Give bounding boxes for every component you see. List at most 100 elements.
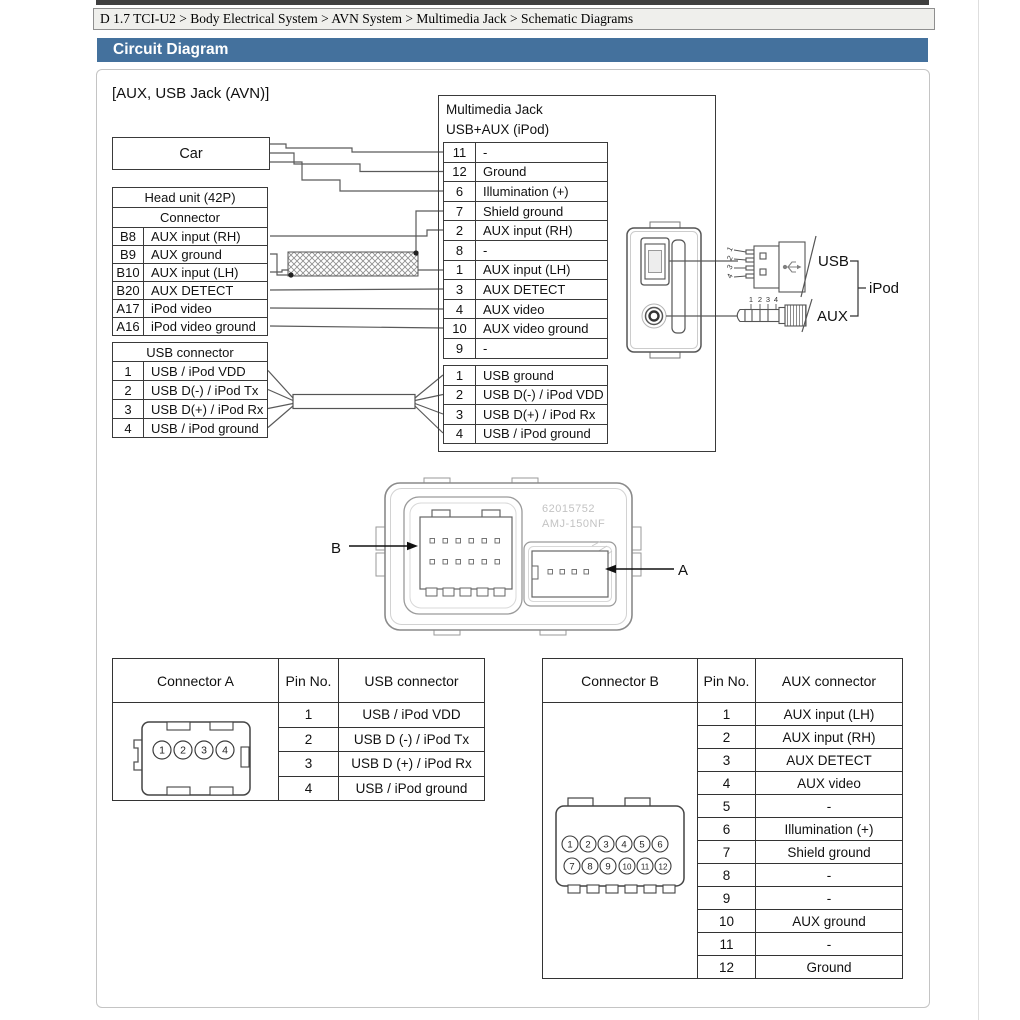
pin-cell: 6 [443, 181, 476, 202]
label-cell: - [475, 142, 608, 163]
multimedia-jack-title: Multimedia Jack USB+AUX (iPod) [446, 100, 549, 140]
label-cell: - [755, 886, 903, 910]
label-cell: USB / iPod ground [475, 423, 608, 444]
connector-housing-drawing [375, 477, 642, 636]
pin-cell: 1 [697, 702, 756, 726]
label-cell: AUX DETECT [143, 281, 268, 300]
table-header: Head unit (42P) [112, 187, 268, 208]
aux-label: AUX [817, 308, 848, 325]
label-b: B [331, 540, 341, 557]
label-cell: AUX ground [143, 245, 268, 264]
label-cell: USB / iPod ground [143, 418, 268, 438]
pin-cell: 11 [443, 142, 476, 163]
connector-b-socket [419, 509, 513, 597]
jack-face-drawing [626, 221, 738, 359]
pin-cell: B10 [112, 263, 144, 282]
pin-cell: 1 [443, 259, 476, 281]
pin-cell: 3 [278, 751, 339, 777]
label-cell: AUX input (LH) [755, 702, 903, 726]
ipod-label: iPod [869, 280, 899, 297]
arrow-a [605, 564, 674, 574]
label-cell: AUX video [755, 771, 903, 795]
label-cell: Shield ground [755, 840, 903, 864]
pin-cell: 2 [697, 725, 756, 749]
label-cell: Ground [755, 955, 903, 979]
label-cell: AUX input (LH) [143, 263, 268, 282]
pin-cell: 2 [278, 726, 339, 752]
connector-a-drawing-cell [112, 702, 279, 801]
pin-cell: 4 [278, 775, 339, 801]
pin-cell: 1 [443, 365, 476, 386]
label-cell: Ground [475, 161, 608, 183]
table-header: USB connector [338, 658, 485, 703]
usb-trident-icon [782, 261, 802, 273]
label-a: A [678, 562, 688, 579]
pin-cell: 3 [112, 399, 144, 419]
arrow-b [349, 541, 418, 551]
label-cell: USB D (-) / iPod Tx [338, 726, 485, 752]
pin-cell: B8 [112, 227, 144, 246]
table-header: Connector B [542, 658, 698, 703]
label-cell: USB ground [475, 365, 608, 386]
shield-band [287, 250, 419, 278]
label-cell: AUX input (RH) [143, 227, 268, 246]
part-number: AMJ-150NF [542, 518, 605, 530]
multimedia-jack-title-line1: Multimedia Jack [446, 102, 543, 117]
usb-pin-digit: 3 [725, 263, 735, 271]
pin-cell: 2 [443, 220, 476, 241]
usb-pin-digit: 4 [725, 272, 735, 280]
label-cell: iPod video ground [143, 317, 268, 336]
car-box: Car [112, 137, 270, 170]
label-cell: AUX video ground [475, 318, 608, 339]
multimedia-jack-box [438, 95, 716, 452]
pin-cell: 7 [697, 840, 756, 864]
label-cell: USB / iPod VDD [143, 361, 268, 381]
label-cell: Illumination (+) [755, 817, 903, 841]
label-cell: USB D(+) / iPod Rx [475, 404, 608, 425]
pin-cell: 4 [443, 298, 476, 320]
usb-pin-digit: 1 [725, 245, 735, 253]
pin-cell: A16 [112, 317, 144, 336]
pin-cell: A17 [112, 299, 144, 318]
label-cell: USB / iPod ground [338, 775, 485, 801]
aux-pin-digit: 4 [774, 295, 778, 304]
top-divider-strip [96, 0, 929, 5]
label-cell: USB D(-) / iPod Tx [143, 380, 268, 400]
aux-pin-digit: 3 [766, 295, 770, 304]
label-cell: USB D (+) / iPod Rx [338, 751, 485, 777]
label-cell: USB D(+) / iPod Rx [143, 399, 268, 419]
usb-cable-bundle [292, 393, 416, 410]
table-header: Pin No. [278, 658, 339, 703]
schematic-wires [267, 143, 444, 434]
pin-cell: 3 [697, 748, 756, 772]
pin-cell: 10 [443, 318, 476, 339]
pin-cell: 1 [112, 361, 144, 381]
label-cell: AUX input (RH) [755, 725, 903, 749]
pin-cell: 11 [697, 932, 756, 956]
part-number: 62015752 [542, 503, 595, 515]
breadcrumb[interactable]: D 1.7 TCI-U2 > Body Electrical System > … [93, 8, 935, 30]
pin-cell: 7 [443, 200, 476, 222]
label-cell: AUX input (LH) [475, 259, 608, 281]
table-header: Connector [112, 207, 268, 228]
label-cell: AUX ground [755, 909, 903, 933]
label-cell: - [755, 932, 903, 956]
label-cell: iPod video [143, 299, 268, 318]
pin-cell: 2 [443, 384, 476, 405]
label-cell: Shield ground [475, 200, 608, 222]
pin-cell: 8 [697, 863, 756, 887]
aux-pin-digit: 1 [749, 295, 753, 304]
diagram-label: [AUX, USB Jack (AVN)] [112, 85, 270, 102]
table-header: Pin No. [697, 658, 756, 703]
aux-pin-digit: 2 [758, 295, 762, 304]
label-cell: USB / iPod VDD [338, 702, 485, 728]
label-cell: Illumination (+) [475, 181, 608, 202]
label-cell: AUX input (RH) [475, 220, 608, 241]
pin-cell: B9 [112, 245, 144, 264]
pin-cell: 1 [278, 702, 339, 728]
page-edge-line [978, 0, 979, 1020]
